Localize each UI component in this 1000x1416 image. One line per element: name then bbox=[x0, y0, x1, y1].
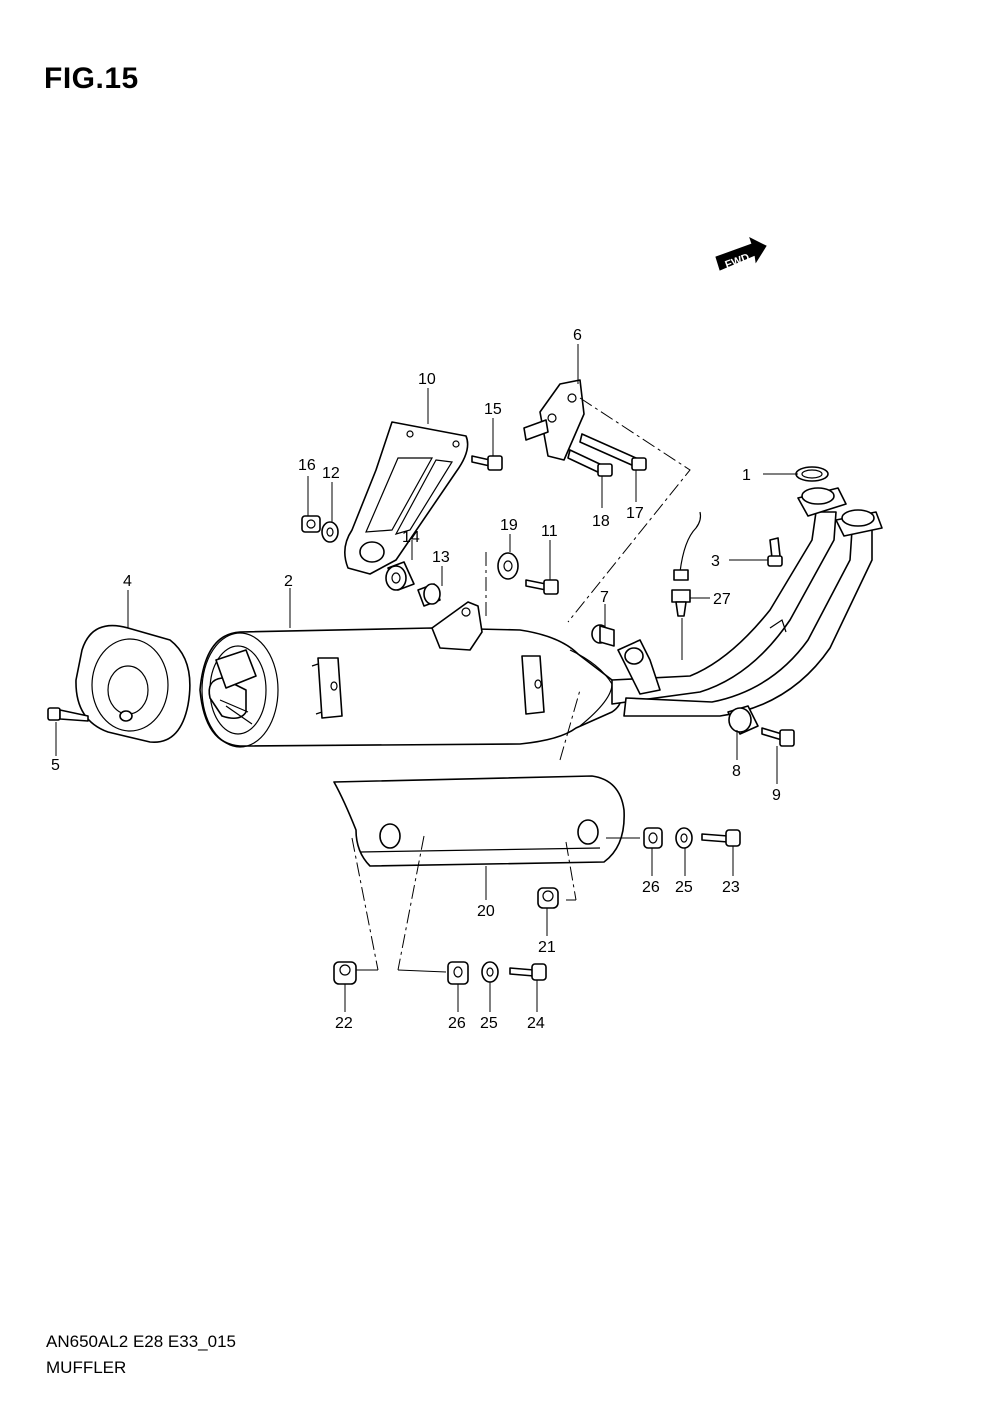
model-code-caption: AN650AL2 E28 E33_015 bbox=[46, 1332, 236, 1351]
callout-26-upper: 26 bbox=[642, 879, 660, 896]
end-cover-part-4 bbox=[75, 624, 191, 743]
bracket-part-6 bbox=[523, 379, 585, 461]
callout-16: 16 bbox=[298, 457, 316, 474]
callout-1: 1 bbox=[742, 467, 751, 484]
bolt-part-3 bbox=[767, 537, 783, 567]
collar-part-22 bbox=[333, 961, 357, 985]
washer-part-12 bbox=[321, 521, 339, 543]
callout-23: 23 bbox=[722, 879, 740, 896]
assembly-lines bbox=[351, 397, 691, 973]
callout-8: 8 bbox=[732, 763, 741, 780]
callout-5: 5 bbox=[51, 757, 60, 774]
callout-22: 22 bbox=[335, 1015, 353, 1032]
callout-6: 6 bbox=[573, 327, 582, 344]
callout-3: 3 bbox=[711, 553, 720, 570]
gasket-part-1 bbox=[795, 466, 829, 482]
washer-part-25-upper bbox=[675, 827, 693, 849]
section-name-caption: MUFFLER bbox=[46, 1358, 127, 1377]
callout-25-lower: 25 bbox=[480, 1015, 498, 1032]
callout-21: 21 bbox=[538, 939, 556, 956]
collar-part-13 bbox=[417, 583, 441, 607]
bolt-part-9 bbox=[761, 727, 795, 747]
callout-12: 12 bbox=[322, 465, 340, 482]
hanger-bracket-part-10 bbox=[344, 421, 469, 575]
callout-9: 9 bbox=[772, 787, 781, 804]
callout-labels: 1 2 3 4 5 6 7 8 9 10 11 12 13 14 15 16 1… bbox=[51, 327, 781, 1032]
leader-lines bbox=[55, 344, 798, 1012]
callout-10: 10 bbox=[418, 371, 436, 388]
nut-part-16 bbox=[301, 515, 321, 533]
washer-part-19 bbox=[497, 552, 519, 580]
bolt-part-17 bbox=[579, 433, 647, 471]
callout-15: 15 bbox=[484, 401, 502, 418]
nut-part-26-lower bbox=[447, 961, 469, 985]
bolt-part-18 bbox=[567, 449, 613, 477]
bolt-part-11 bbox=[525, 579, 559, 595]
callout-13: 13 bbox=[432, 549, 450, 566]
oxygen-sensor-part-27 bbox=[671, 511, 702, 617]
bolt-part-5 bbox=[47, 707, 89, 722]
callout-2: 2 bbox=[284, 573, 293, 590]
figure-title: FIG.15 bbox=[44, 62, 139, 95]
callout-7: 7 bbox=[600, 589, 609, 606]
muffler-protector-part-20 bbox=[333, 775, 625, 867]
callout-25-upper: 25 bbox=[675, 879, 693, 896]
collar-part-7 bbox=[591, 624, 615, 647]
washer-part-25-lower bbox=[481, 961, 499, 983]
cushion-part-8 bbox=[727, 705, 759, 735]
callout-20: 20 bbox=[477, 903, 495, 920]
callout-19: 19 bbox=[500, 517, 518, 534]
bolt-part-24 bbox=[509, 963, 547, 981]
muffler-body-part-2 bbox=[199, 601, 622, 748]
callout-18: 18 bbox=[592, 513, 610, 530]
bolt-part-23 bbox=[701, 829, 741, 847]
callout-17: 17 bbox=[626, 505, 644, 522]
callout-14: 14 bbox=[402, 529, 420, 546]
callout-4: 4 bbox=[123, 573, 132, 590]
callout-27: 27 bbox=[713, 591, 731, 608]
callout-11: 11 bbox=[541, 523, 558, 540]
nut-part-26-upper bbox=[643, 827, 663, 849]
forward-arrow-icon: FWD bbox=[715, 237, 767, 271]
exhaust-pipe-assembly bbox=[611, 487, 883, 717]
collar-part-21 bbox=[537, 887, 559, 909]
callout-24: 24 bbox=[527, 1015, 545, 1032]
bolt-part-15 bbox=[471, 455, 503, 471]
callout-26-lower: 26 bbox=[448, 1015, 466, 1032]
cushion-part-14 bbox=[385, 561, 415, 591]
